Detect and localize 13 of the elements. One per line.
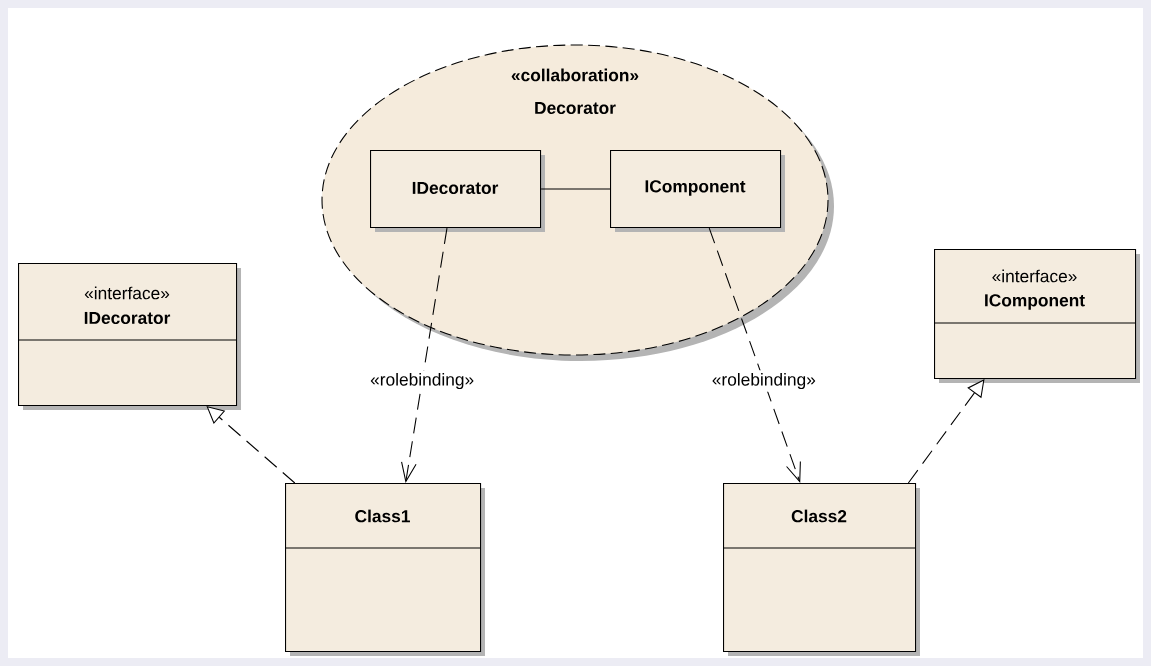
- role-box: IComponent: [610, 150, 785, 232]
- arrow: [206, 406, 296, 484]
- association-line: [540, 188, 611, 190]
- class-box: Class2: [722, 483, 920, 656]
- class-box: «interface» IComponent: [933, 249, 1140, 383]
- edge-label: «rolebinding»: [367, 370, 477, 392]
- class-box: «interface» IDecorator: [17, 263, 241, 410]
- class-box: Class1: [284, 483, 485, 656]
- arrow: [401, 227, 448, 483]
- arrow: [708, 227, 801, 483]
- edge-label: «rolebinding»: [709, 370, 819, 392]
- arrow: [907, 379, 985, 484]
- role-box: IDecorator: [370, 150, 545, 232]
